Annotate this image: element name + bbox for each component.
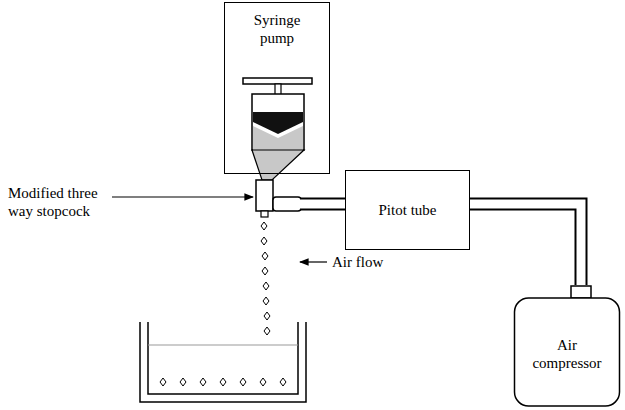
air-tube	[470, 204, 581, 285]
node-text: Pitot tube	[379, 201, 437, 219]
pump-box: Syringe pump	[224, 2, 330, 174]
flow-label: Air flow	[332, 253, 383, 271]
syringe-symbol	[243, 78, 312, 180]
beaker	[140, 322, 306, 402]
leader-arrow	[112, 196, 253, 197]
node-text: Syringe pump	[241, 11, 313, 47]
node-text: Air compressor	[521, 336, 613, 372]
stopcock-symbol	[256, 180, 301, 217]
pitot-box: Pitot tube	[345, 170, 470, 250]
compressor-tank: Air compressor	[513, 285, 621, 408]
droplets	[261, 222, 270, 335]
air-tube	[300, 204, 345, 205]
airflow-arrow	[300, 261, 327, 262]
part-label: Modified three way stopcock	[8, 184, 116, 220]
